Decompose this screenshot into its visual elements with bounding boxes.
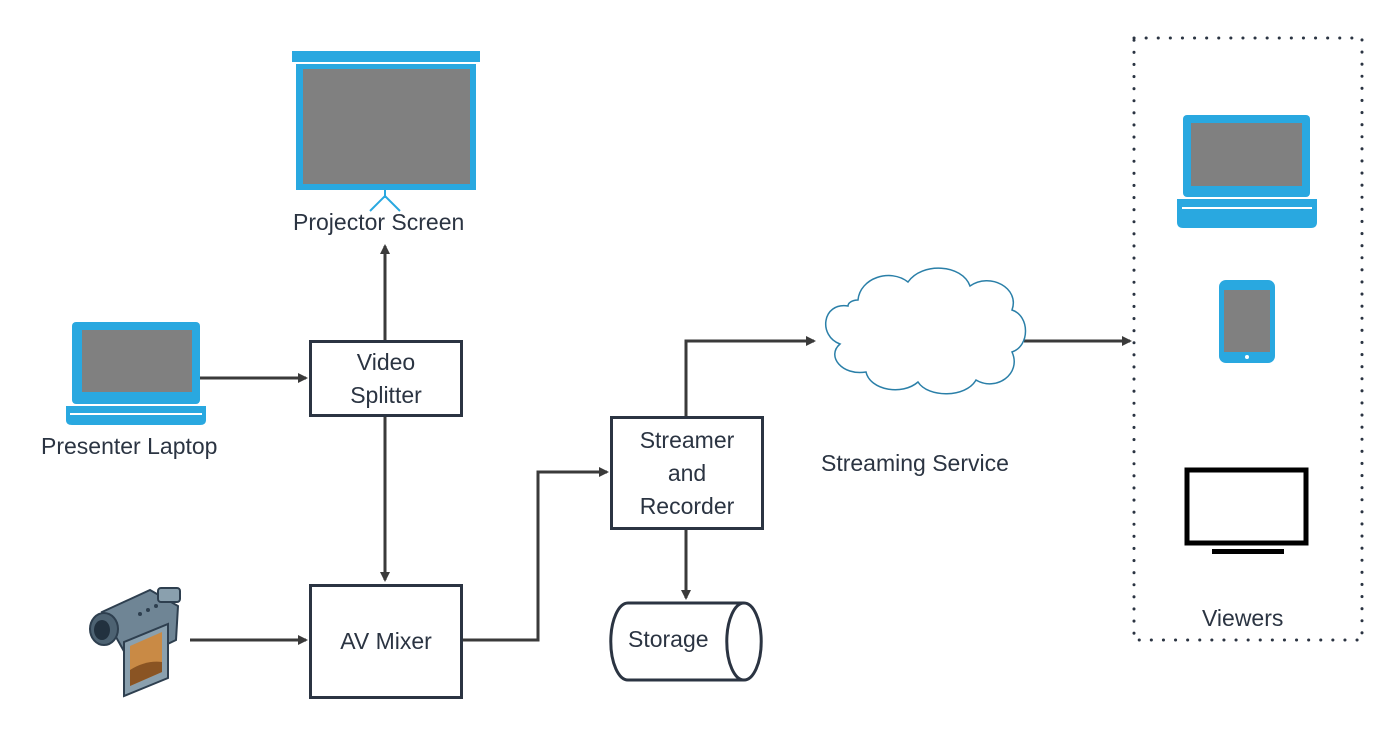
video-splitter-line-2: Splitter [350,381,422,408]
viewers-label: Viewers [1202,605,1284,631]
viewer-laptop-icon [1177,115,1317,228]
connector-streamer-to-cloud [684,336,816,416]
storage-cylinder-shape [609,601,763,682]
av-mixer-label: AV Mixer [340,628,432,654]
projector-screen-label: Projector Screen [293,209,465,235]
streamer-line-1: Streamer [639,426,735,453]
video-splitter-line-1: Video [356,348,416,375]
laptop-icon [66,322,206,425]
streamer-line-2: and [667,459,707,486]
connector-mixer-to-streamer [463,467,609,642]
av-mixer-box: AV Mixer [309,584,463,699]
presenter-laptop-label: Presenter Laptop [41,433,218,459]
tv-monitor-icon [1184,467,1309,554]
cloud-icon [825,267,1027,395]
storage-label: Storage [628,626,709,652]
video-splitter-box: Video Splitter [309,340,463,417]
video-camera-icon [89,587,181,698]
streamer-recorder-box: Streamer and Recorder [610,416,764,530]
tablet-icon [1219,280,1275,363]
viewers-group-border [1132,36,1364,642]
projector-screen-icon [292,51,480,212]
streamer-line-3: Recorder [639,492,735,519]
streaming-service-label: Streaming Service [821,450,1009,476]
